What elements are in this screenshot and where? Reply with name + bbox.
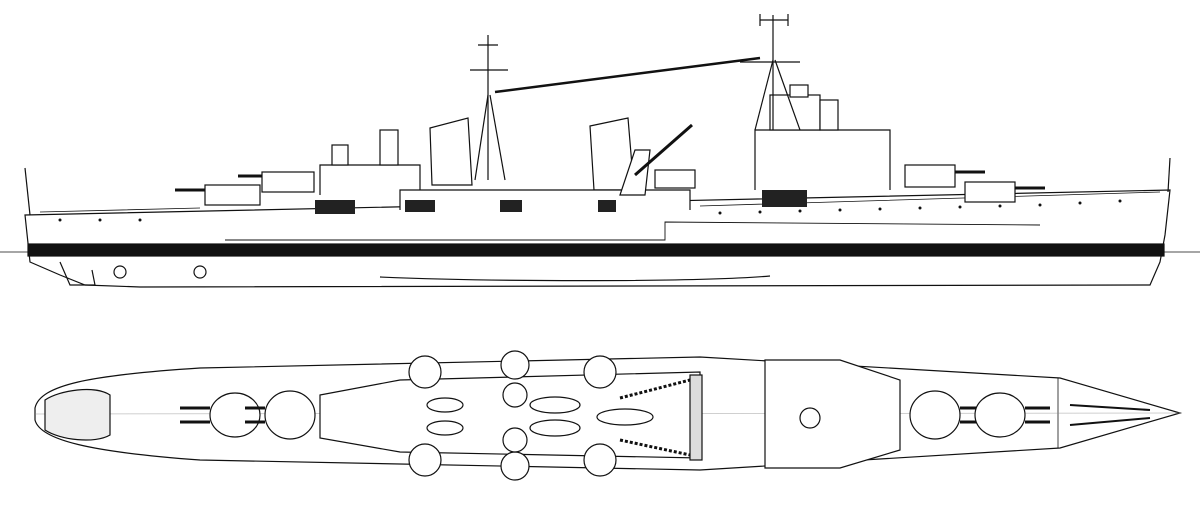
main-mast bbox=[470, 35, 761, 181]
profile-view bbox=[0, 14, 1200, 288]
boats-plan bbox=[426, 396, 654, 437]
jack-staff bbox=[1167, 157, 1171, 193]
forward-turrets bbox=[904, 164, 1045, 203]
stern-flagstaff bbox=[24, 167, 31, 216]
hull-profile bbox=[24, 189, 1171, 288]
turrets-plan bbox=[180, 390, 1050, 440]
aft-turrets bbox=[175, 171, 315, 206]
portholes bbox=[58, 199, 1122, 222]
bridge-tower bbox=[740, 14, 891, 190]
gun-mounts-plan bbox=[408, 350, 617, 481]
aft-funnel bbox=[429, 117, 473, 186]
plan-view bbox=[34, 350, 1183, 481]
crane bbox=[619, 123, 696, 196]
boot-topping bbox=[27, 243, 1165, 257]
